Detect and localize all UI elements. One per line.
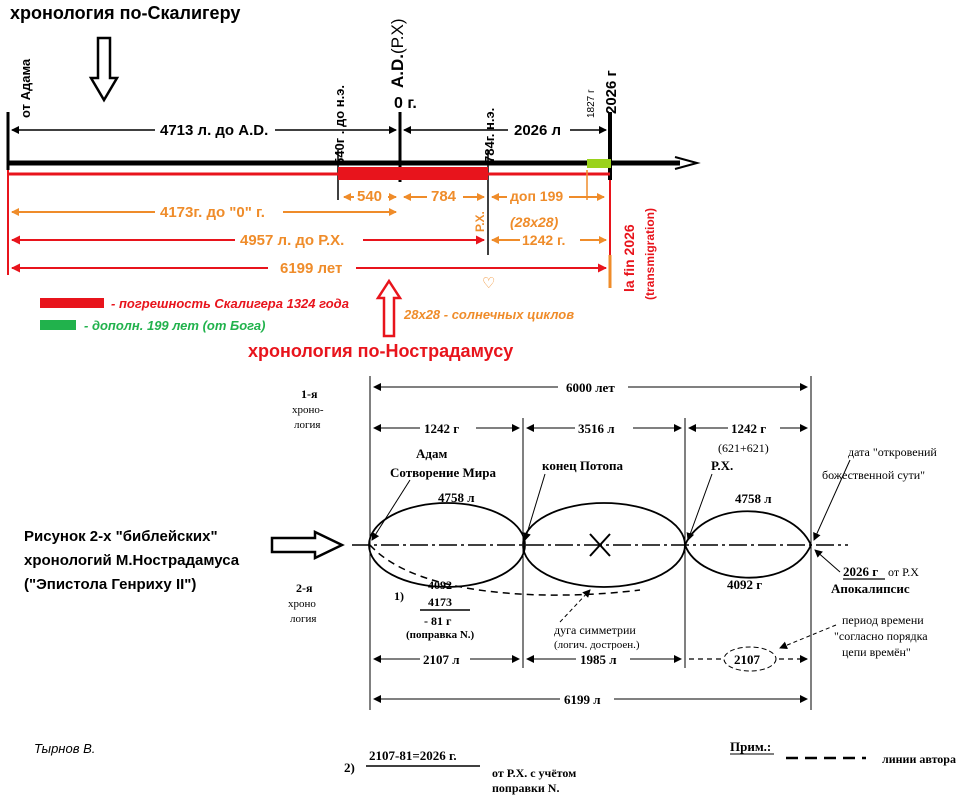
first-chron-l2: хроно- — [292, 404, 324, 416]
num1-label: 1) — [394, 589, 404, 603]
v81-label: - 81 г — [424, 614, 452, 628]
note-label: Прим.: — [730, 739, 771, 754]
dim-6000-label: 6000 лет — [566, 380, 615, 395]
nostradamus-title: хронология по-Нострадамусу — [248, 341, 513, 361]
arc-pointer — [559, 589, 591, 623]
x28-label: (28x28) — [510, 214, 559, 230]
dim-1242b-label: 1242 г — [731, 421, 766, 436]
creation-label: Сотворение Мира — [390, 465, 497, 480]
scaliger-title: хронология по-Скалигеру — [10, 3, 240, 23]
ellipse-first — [368, 502, 526, 588]
legend-red-swatch — [40, 298, 104, 308]
dop199-label: доп 199 — [510, 188, 563, 204]
period-line-1: период времени — [842, 613, 924, 627]
arc-label: дуга симметрии — [554, 623, 636, 637]
right-arrow-icon — [270, 530, 345, 560]
caption-line-3: ("Эпистола Генриху II") — [24, 576, 196, 593]
cross-x-icon — [589, 533, 611, 557]
rx-pointer — [686, 473, 713, 541]
dim-3516-label: 3516 л — [578, 421, 615, 436]
v4173-label: 4173 — [428, 595, 452, 609]
ad-label-text: A.D. — [388, 54, 407, 88]
dim-1985-label: 1985 л — [580, 652, 617, 667]
heart-icon: ♡ — [482, 275, 495, 292]
revelation-pointer — [813, 459, 851, 541]
period-line-3: цепи времён" — [842, 645, 911, 659]
up-arrow-icon — [375, 278, 403, 338]
ellipse-second — [522, 502, 686, 588]
caption-line-2: хронологий М.Нострадамуса — [24, 552, 240, 569]
seg-784-label: 784 — [431, 188, 457, 205]
legend-green-text: - дополн. 199 лет (от Бога) — [84, 318, 266, 333]
red-error-bar — [338, 167, 488, 180]
arc-right-upper — [684, 510, 812, 546]
revelation-line-2: божественной сути" — [822, 468, 925, 482]
span-4713-label: 4713 л. до A.D. — [160, 122, 268, 139]
arc-sub-label: (логич. достроен.) — [554, 639, 640, 651]
adam-pointer — [371, 479, 411, 541]
legend-red-text: - погрешность Скалигера 1324 года — [111, 296, 349, 311]
rx-vertical-label: Р.Х. — [473, 211, 487, 232]
solar-cycles-label: 28x28 - солнечных циклов — [403, 307, 574, 322]
lime-bar — [587, 159, 611, 168]
author-label: Тырнов В. — [34, 741, 95, 756]
y4173-label: 4173г. до "0" г. — [160, 204, 265, 221]
lafin-label: la fin 2026 — [621, 224, 637, 292]
revelation-line-1: дата "откровений — [848, 445, 937, 459]
first-chron-l3: логия — [294, 419, 320, 431]
legend-green-swatch — [40, 320, 76, 330]
dim-2107b-label: 2107 — [734, 652, 761, 667]
flood-label: конец Потопа — [542, 458, 623, 473]
period-ellipse — [723, 646, 777, 672]
caption-line-1: Рисунок 2-х "библейских" — [24, 528, 218, 545]
ad784-label: 784г. н.э. — [482, 108, 497, 163]
ad-label: A.D.(Р.Х) — [388, 18, 407, 88]
l4758b-label: 4758 л — [735, 491, 772, 506]
ad-rx-label: (Р.Х) — [388, 18, 407, 54]
from-adam-label: от Адама — [18, 58, 33, 118]
from-rx-label: от Р.Х — [888, 565, 919, 579]
formula-note-1: от Р.Х. с учётом — [492, 766, 576, 780]
y4957-label: 4957 л. до Р.Х. — [240, 232, 344, 249]
span-2026-label: 2026 л — [514, 122, 561, 139]
period-line-2: "согласно порядка — [834, 629, 928, 643]
apocalypse-pointer — [814, 549, 841, 573]
transmigration-label: (transmigration) — [643, 208, 657, 300]
l4758a-label: 4758 л — [438, 490, 475, 505]
y2026-label: 2026 г — [843, 564, 878, 579]
second-chron-l2: хроно — [288, 598, 316, 610]
formula-label: 2107-81=2026 г. — [369, 748, 457, 763]
adam-label: Адам — [416, 446, 447, 461]
dim-2107a-label: 2107 л — [423, 652, 460, 667]
dim-6199-label: 6199 л — [564, 692, 601, 707]
apocalypse-label: Апокалипсис — [831, 581, 910, 596]
v4092-label: 4092 — [428, 578, 452, 592]
year1827-label: 1827 г — [586, 89, 597, 118]
bc540-label: 540г . до н.э. — [332, 85, 347, 165]
dim-621-label: (621+621) — [718, 441, 769, 455]
arc-right-lower — [684, 544, 812, 579]
l4092-label: 4092 г — [727, 577, 762, 592]
axis-arrowhead — [674, 156, 701, 170]
zero-year-label: 0 г. — [394, 95, 417, 112]
seg-540-label: 540 — [357, 188, 382, 205]
rx-label: Р.Х. — [711, 458, 733, 473]
num2-label: 2) — [344, 760, 355, 775]
y6199-label: 6199 лет — [280, 260, 342, 277]
second-chron-l3: логия — [290, 613, 316, 625]
formula-note-2: поправки N. — [492, 781, 559, 795]
down-arrow-icon — [88, 36, 120, 103]
first-chron-l1: 1-я — [301, 387, 318, 401]
year2026-label: 2026 г — [603, 70, 620, 114]
dim-1242a-label: 1242 г — [424, 421, 459, 436]
arc-symmetry-dashed — [369, 544, 641, 596]
y1242-label: 1242 г. — [522, 232, 565, 248]
author-lines-label: линии автора — [882, 752, 956, 766]
period-pointer — [779, 624, 837, 650]
second-chron-l1: 2-я — [296, 581, 313, 595]
correction-label: (поправка N.) — [406, 629, 475, 641]
